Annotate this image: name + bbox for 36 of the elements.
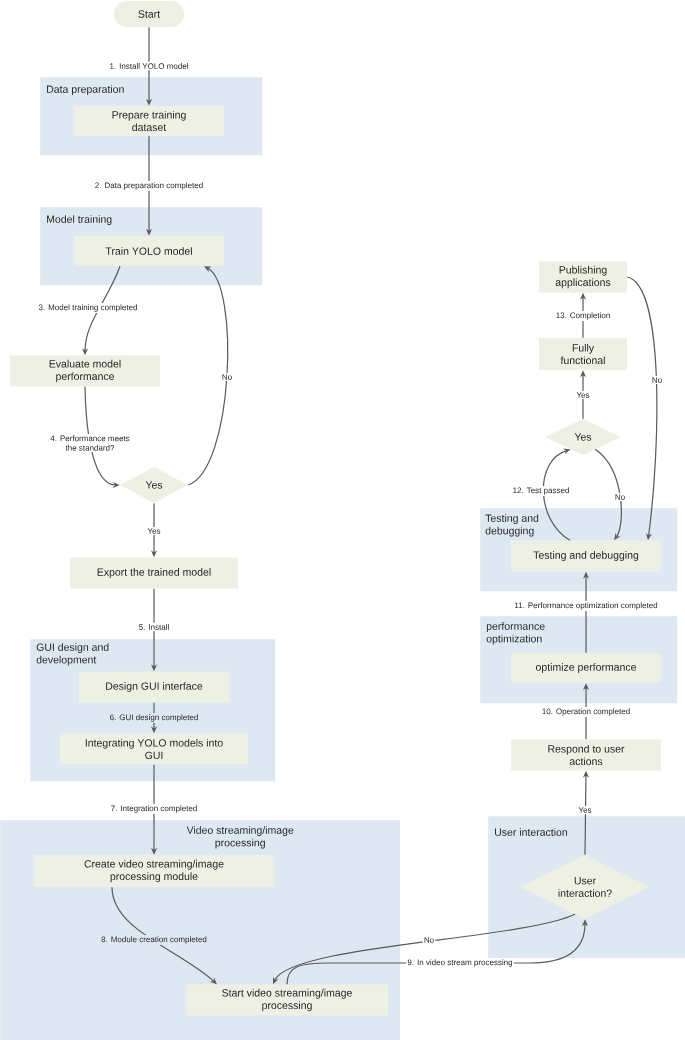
process-box: optimize performance <box>511 653 661 683</box>
edge-label: 11. Performance optimization completed <box>513 601 659 611</box>
edge-label: No <box>220 373 234 381</box>
process-box: Create video streaming/image processing module <box>34 855 274 887</box>
edge-label: 13. Completion <box>554 311 612 321</box>
process-box: Prepare training dataset <box>74 106 224 136</box>
process-box: Publishing applications <box>539 261 627 293</box>
edge-label: No <box>650 376 664 384</box>
process-box: Fully functional <box>539 338 627 370</box>
process-box: Train YOLO model <box>74 236 224 266</box>
arrow <box>542 448 571 541</box>
edge-label: Yes <box>577 806 593 814</box>
process-box: Integrating YOLO models into GUI <box>60 733 248 765</box>
edge-label: 6. GUI design completed <box>108 713 200 723</box>
edge-label: 3. Model training completed <box>37 303 139 313</box>
edge-label: 10. Operation completed <box>540 707 632 717</box>
process-box: Testing and debugging <box>511 540 661 572</box>
edge-label: 1. Install YOLO model <box>108 61 190 71</box>
process-box: Start video streaming/image processing <box>186 984 388 1016</box>
edge-label: 8. Module creation completed <box>99 935 209 945</box>
edge-label: 7. Integration completed <box>109 804 199 814</box>
edge-label: No <box>422 936 436 944</box>
arrow <box>187 266 229 486</box>
edge-label: 9. In video stream processing <box>406 958 514 968</box>
edge-label: 12. Test passed <box>511 486 571 496</box>
process-box: Evaluate model performance <box>10 355 160 387</box>
edge-label: Yes <box>575 391 591 399</box>
process-box: Respond to user actions <box>511 739 661 771</box>
edge-label: 4. Performance meets the standard? <box>48 434 132 452</box>
process-box: Export the trained model <box>70 557 238 589</box>
edge-label: 5. Install <box>137 622 171 632</box>
start-terminal: Start <box>114 1 184 27</box>
edge-label: Yes <box>146 527 162 535</box>
edge-label: 2. Data preparation completed <box>93 181 205 191</box>
edge-label: No <box>613 493 627 501</box>
process-box: Design GUI interface <box>79 671 229 703</box>
